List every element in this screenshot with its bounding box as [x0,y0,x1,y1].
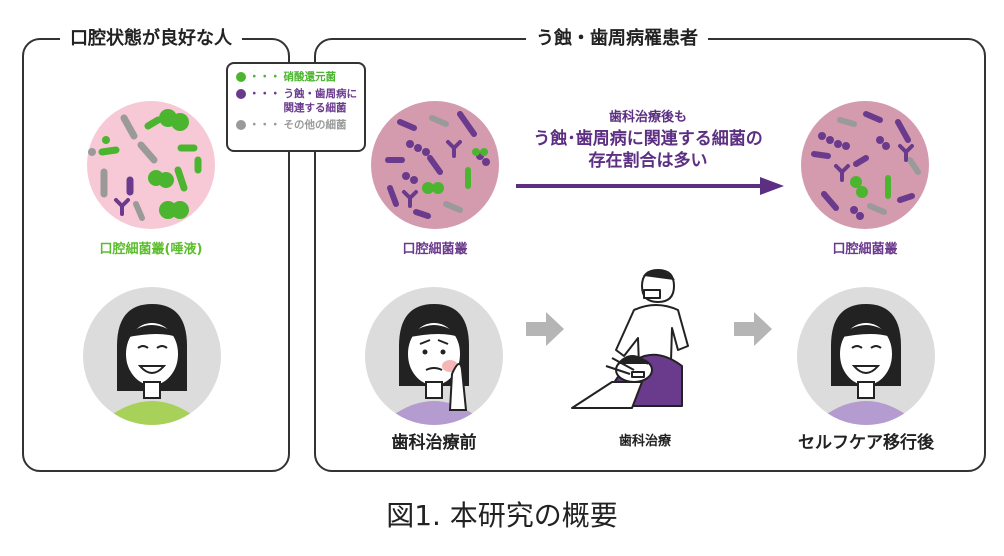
legend-item-disease: ・・・ う蝕・歯周病に 関連する細菌 [236,87,358,115]
healthy-flora-caption: 口腔細菌叢(唾液) [99,242,203,257]
patient-microbiome-before-illustration [371,101,499,229]
legend-label: う蝕・歯周病に 関連する細菌 [283,88,358,114]
legend-dot-gray [236,120,246,130]
legend-item-other: ・・・ その他の細菌 [236,118,358,132]
patient-flora-after-caption: 口腔細菌叢 [832,242,898,257]
figure-title: 図1. 本研究の概要 [386,499,618,532]
arrow-note-line2: う蝕･歯周病に関連する細菌の [533,129,763,149]
patient-panel: う蝕・歯周病罹患者 [314,26,986,472]
step-arrow-icon [734,312,772,346]
patient-flora-before-caption: 口腔細菌叢 [402,242,468,257]
patient-panel-title: う蝕・歯周病罹患者 [526,26,708,52]
treatment-caption: 歯科治療 [618,434,671,449]
legend-label: 硝酸還元菌 [283,71,337,83]
legend-label: その他の細菌 [283,119,347,131]
legend-dot-purple [236,89,246,99]
progression-arrow [516,177,784,195]
legend-dot-green [236,72,246,82]
healthy-panel: 口腔状態が良好な人 [22,26,290,472]
dental-treatment-illustration [571,269,689,409]
healthy-microbiome-illustration [87,101,215,229]
arrow-note-line1: 歯科治療後も [608,110,687,125]
legend-dots: ・・・ [249,71,281,83]
patient-microbiome-after-illustration [801,101,929,229]
healthy-panel-title: 口腔状態が良好な人 [60,26,242,52]
after-selfcare-caption: セルフケア移行後 [798,433,934,453]
patient-before-treatment-avatar [365,287,503,425]
legend-dots: ・・・ [249,119,281,131]
legend-item-nitrate: ・・・ 硝酸還元菌 [236,70,358,84]
before-treatment-caption: 歯科治療前 [391,433,477,453]
healthy-person-avatar [83,287,221,425]
patient-after-selfcare-avatar [797,287,935,425]
arrow-note-line3: 存在割合は多い [588,151,708,171]
bacteria-legend: ・・・ 硝酸還元菌 ・・・ う蝕・歯周病に 関連する細菌 ・・・ その他の細菌 [226,62,366,152]
step-arrow-icon [526,312,564,346]
legend-dots: ・・・ [249,88,281,100]
